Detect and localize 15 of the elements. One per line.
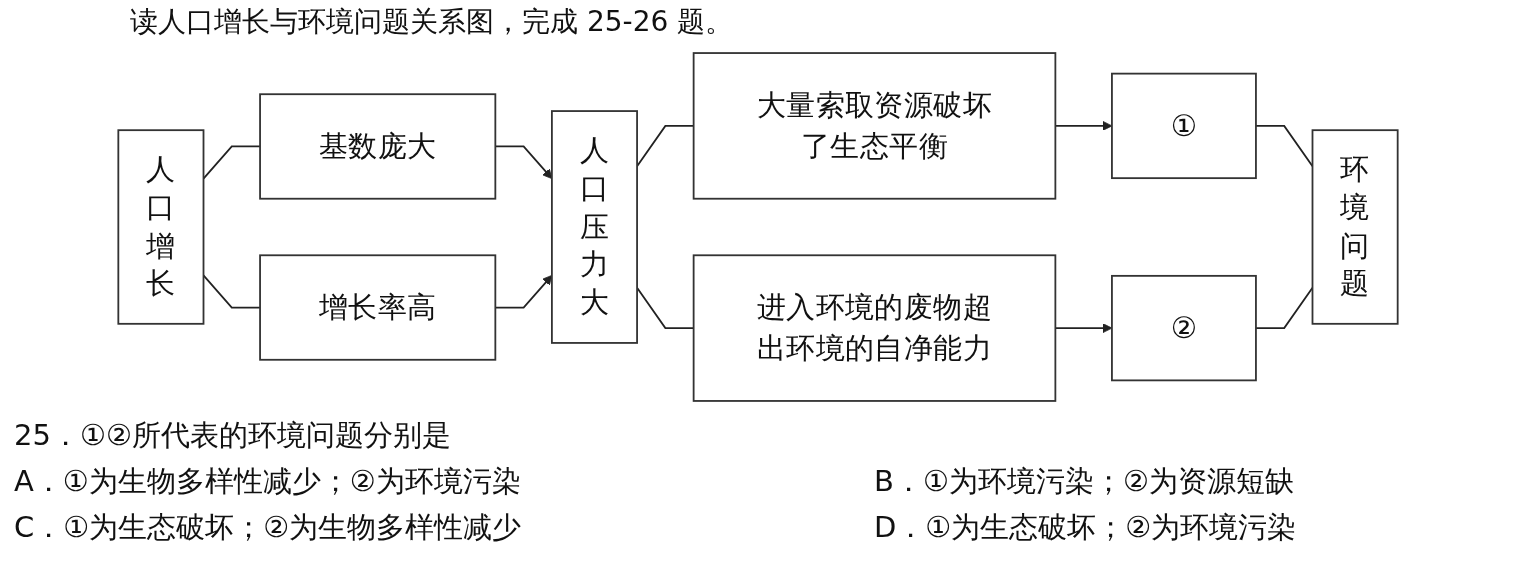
node-text: 环境问题	[1339, 150, 1371, 303]
answer-option: B．①为环境污染；②为资源短缺	[874, 460, 1294, 502]
answer-option: A．①为生物多样性减少；②为环境污染	[14, 460, 521, 502]
node-text: 进入环境的废物超出环境的自净能力	[755, 289, 994, 368]
title: 读人口增长与环境问题关系图，完成 25-26 题。	[130, 4, 734, 40]
node-text: ①	[1170, 107, 1198, 145]
node-text: 人口压力大	[579, 131, 610, 322]
answer-option: D．①为生态破坏；②为环境污染	[874, 506, 1297, 548]
answer-option: C．①为生态破坏；②为生物多样性减少	[14, 506, 522, 548]
question-text: 25．①②所代表的环境问题分别是	[14, 417, 451, 454]
node-text: 基数庞大	[318, 128, 437, 166]
node-text: 大量索取资源破坏了生态平衡	[755, 87, 994, 166]
node-text: 增长率高	[318, 289, 437, 327]
node-text: 人口增长	[145, 150, 177, 303]
node-text: ②	[1170, 309, 1198, 347]
